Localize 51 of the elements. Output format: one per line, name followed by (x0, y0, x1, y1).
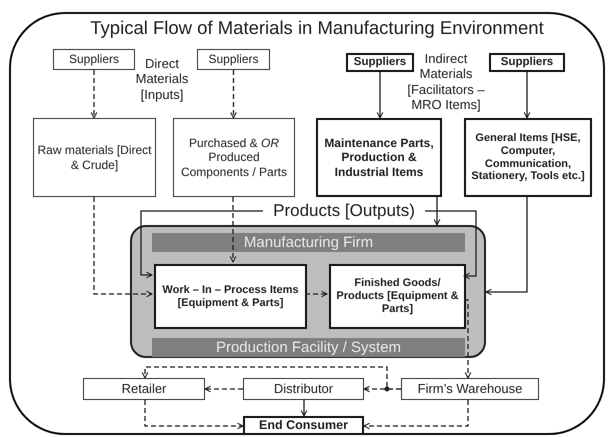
arrow (434, 197, 440, 226)
category-label: Direct Materials [Inputs] (134, 56, 190, 102)
box-label: Raw materials [Direct & Crude] (37, 143, 152, 172)
supplier-box (346, 53, 414, 72)
arrow (300, 400, 308, 417)
arrow (524, 72, 530, 119)
box-label: Finished Goods/ Products [Equipment & Parts] (335, 277, 460, 316)
box-label: Purchased & OR Produced Components / Parts (180, 136, 288, 179)
arrow (485, 197, 528, 296)
firm-container (130, 225, 486, 358)
supplier-box (53, 49, 135, 70)
arrow (363, 400, 469, 430)
arrow (464, 299, 472, 379)
channel-box (243, 378, 364, 400)
process-box (329, 264, 466, 329)
material-box (173, 118, 295, 197)
arrow (93, 197, 153, 298)
arrow (90, 70, 98, 119)
arrow (230, 197, 236, 263)
box-label: Suppliers (68, 52, 120, 67)
arrow (230, 70, 237, 119)
box-label: Work – In – Process Items [Equipment & Parts] (161, 284, 300, 310)
box-label: Firm’s Warehouse (418, 381, 522, 397)
arrow (144, 400, 244, 430)
channel-box (243, 416, 364, 435)
material-box (316, 118, 442, 197)
box-label: Suppliers (208, 52, 259, 67)
outputs-label: Products [Outputs) (273, 200, 415, 220)
box-label: Suppliers (354, 56, 406, 70)
arrow (142, 366, 401, 390)
arrow (425, 210, 477, 280)
arrow (140, 210, 263, 278)
arrow (305, 290, 328, 298)
box-label: Maintenance Parts, Production & Industrial Items (323, 136, 435, 179)
box-label: Distributor (274, 381, 334, 397)
channel-box (401, 378, 539, 400)
supplier-box (489, 53, 565, 72)
header-band: Production Facility / System (152, 338, 465, 357)
channel-box (83, 378, 205, 400)
diagram-title: Typical Flow of Materials in Manufacturing Environment (89, 17, 545, 39)
header-band: Manufacturing Firm (152, 233, 465, 252)
material-box (464, 118, 592, 197)
box-label: End Consumer (259, 418, 348, 433)
arrow (376, 72, 384, 119)
box-label: Retailer (122, 381, 166, 397)
box-label: General Items [HSE, Computer, Communication, Stationery, Tools etc.] (470, 132, 586, 184)
supplier-box (197, 49, 270, 70)
material-box (33, 118, 156, 197)
box-label: Suppliers (500, 56, 554, 70)
arrow (204, 386, 243, 392)
process-box (154, 264, 307, 329)
